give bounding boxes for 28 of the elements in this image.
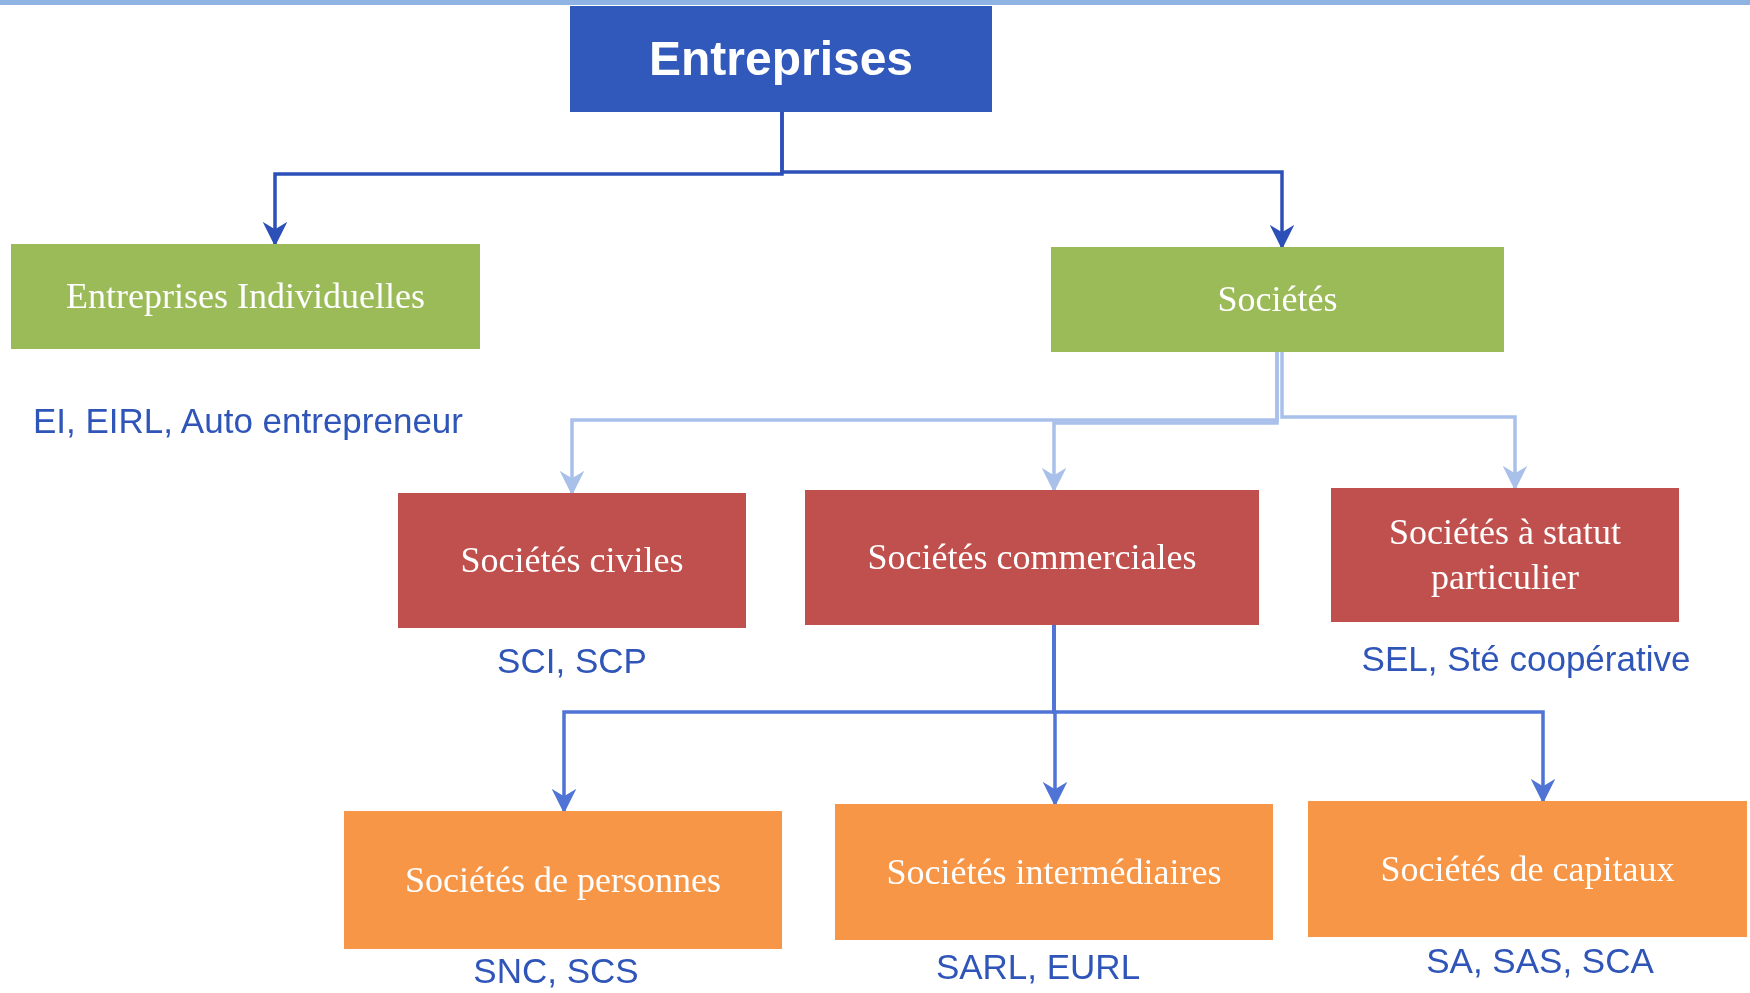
box-label: Sociétés de personnes [405, 858, 721, 902]
connector-arrow [1052, 625, 1556, 804]
category-box [570, 6, 992, 112]
category-box [805, 490, 1259, 625]
category-box [835, 804, 1273, 940]
box-label: Entreprises Individuelles [66, 275, 425, 318]
category-box [344, 811, 782, 949]
category-box [1308, 801, 1747, 937]
category-box [398, 493, 746, 628]
legal-forms-text: SCI, SCP [497, 641, 647, 681]
box-label: Entreprises [648, 31, 914, 87]
connector-arrow [780, 112, 1295, 250]
box-label: Sociétés civiles [460, 539, 684, 582]
box-label: Sociétés à statut particulier [1388, 511, 1622, 599]
connector-arrow [1280, 352, 1528, 491]
legal-forms-text: EI, EIRL, Auto entrepreneur [33, 401, 463, 441]
box-label: Sociétés [1217, 278, 1338, 321]
legal-forms-text: SA, SAS, SCA [1426, 941, 1654, 981]
category-box [11, 244, 480, 349]
category-box [1051, 247, 1504, 352]
box-label: Sociétés intermédiaires [886, 850, 1222, 894]
legal-forms-text: SNC, SCS [473, 951, 639, 991]
category-box [1331, 488, 1679, 622]
connector-arrow [1041, 352, 1279, 493]
legal-forms-text: SEL, Sté coopérative [1361, 639, 1691, 679]
box-label: Sociétés commerciales [867, 536, 1197, 579]
legal-forms-text: SARL, EURL [935, 947, 1141, 987]
box-label: Sociétés de capitaux [1380, 847, 1675, 891]
